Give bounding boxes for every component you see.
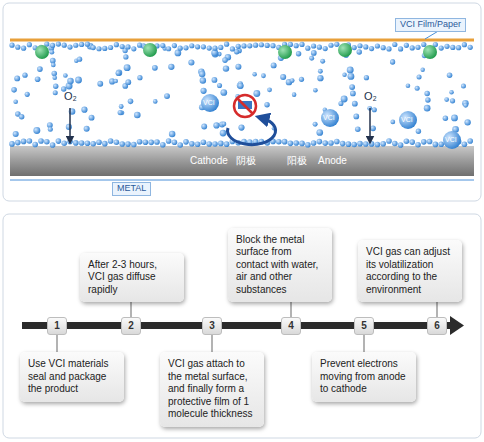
o2-arrows <box>70 108 370 140</box>
electron-cycle <box>228 95 276 145</box>
callout-text: Block the metal surface from contact wit… <box>236 234 324 297</box>
callout-text: After 2-3 hours, VCI gas diffuse rapidly <box>88 259 176 297</box>
step-connector <box>363 335 365 352</box>
step-number: 6 <box>427 317 447 335</box>
step-connector <box>56 335 58 352</box>
film-label: VCI Film/Paper <box>395 18 466 32</box>
cathode-label-cn: 阴极 <box>236 155 256 166</box>
callout-text: VCI gas can adjust its volatilization ac… <box>366 246 454 296</box>
panel <box>3 3 481 201</box>
step-number-text: 2 <box>122 318 140 334</box>
step-number: 1 <box>47 317 67 335</box>
anode-label: Anode <box>318 155 347 166</box>
vci-molecule-label: VCI <box>445 136 457 144</box>
callout-box: After 2-3 hours, VCI gas diffuse rapidly <box>80 253 184 303</box>
callout-box: Block the metal surface from contact wit… <box>228 228 332 303</box>
step-number-text: 1 <box>48 318 66 334</box>
step-number: 3 <box>202 317 222 335</box>
vci-molecule-label: VCI <box>203 99 215 107</box>
callout-box: VCI gas can adjust its volatilization ac… <box>358 240 462 302</box>
step-number-text: 6 <box>428 318 446 334</box>
timeline-arrow <box>22 316 464 335</box>
vci-molecule-label: VCI <box>323 114 335 122</box>
step-number-text: 3 <box>203 318 221 334</box>
callout-box: Prevent electrons moving from anode to c… <box>312 352 416 402</box>
callout-box: VCI gas attach to the metal surface, and… <box>160 352 264 427</box>
cathode-label: Cathode <box>190 155 228 166</box>
oxygen-label: O₂ <box>364 90 377 102</box>
callout-text: Use VCI materials seal and package the p… <box>28 358 116 396</box>
callout-text: VCI gas attach to the metal surface, and… <box>168 358 256 421</box>
callout-text: Prevent electrons moving from anode to c… <box>320 358 408 396</box>
vci-film <box>10 39 474 42</box>
panel <box>3 214 481 438</box>
step-number-text: 4 <box>282 318 300 334</box>
step-number: 4 <box>281 317 301 335</box>
vci-molecules <box>9 41 473 149</box>
step-number: 2 <box>121 317 141 335</box>
metal-line <box>10 180 474 181</box>
metal-plate <box>10 146 474 176</box>
callout-box: Use VCI materials seal and package the p… <box>20 352 124 402</box>
step-number: 5 <box>354 317 374 335</box>
step-connector <box>290 302 292 317</box>
step-connector <box>130 302 132 317</box>
step-number-text: 5 <box>355 318 373 334</box>
step-connector <box>436 302 438 317</box>
oxygen-label: O₂ <box>64 90 77 102</box>
vci-molecule-label: VCI <box>401 116 413 124</box>
step-connector <box>211 335 213 352</box>
anode-label-cn: 阳极 <box>287 155 307 166</box>
metal-label: METAL <box>112 182 151 196</box>
